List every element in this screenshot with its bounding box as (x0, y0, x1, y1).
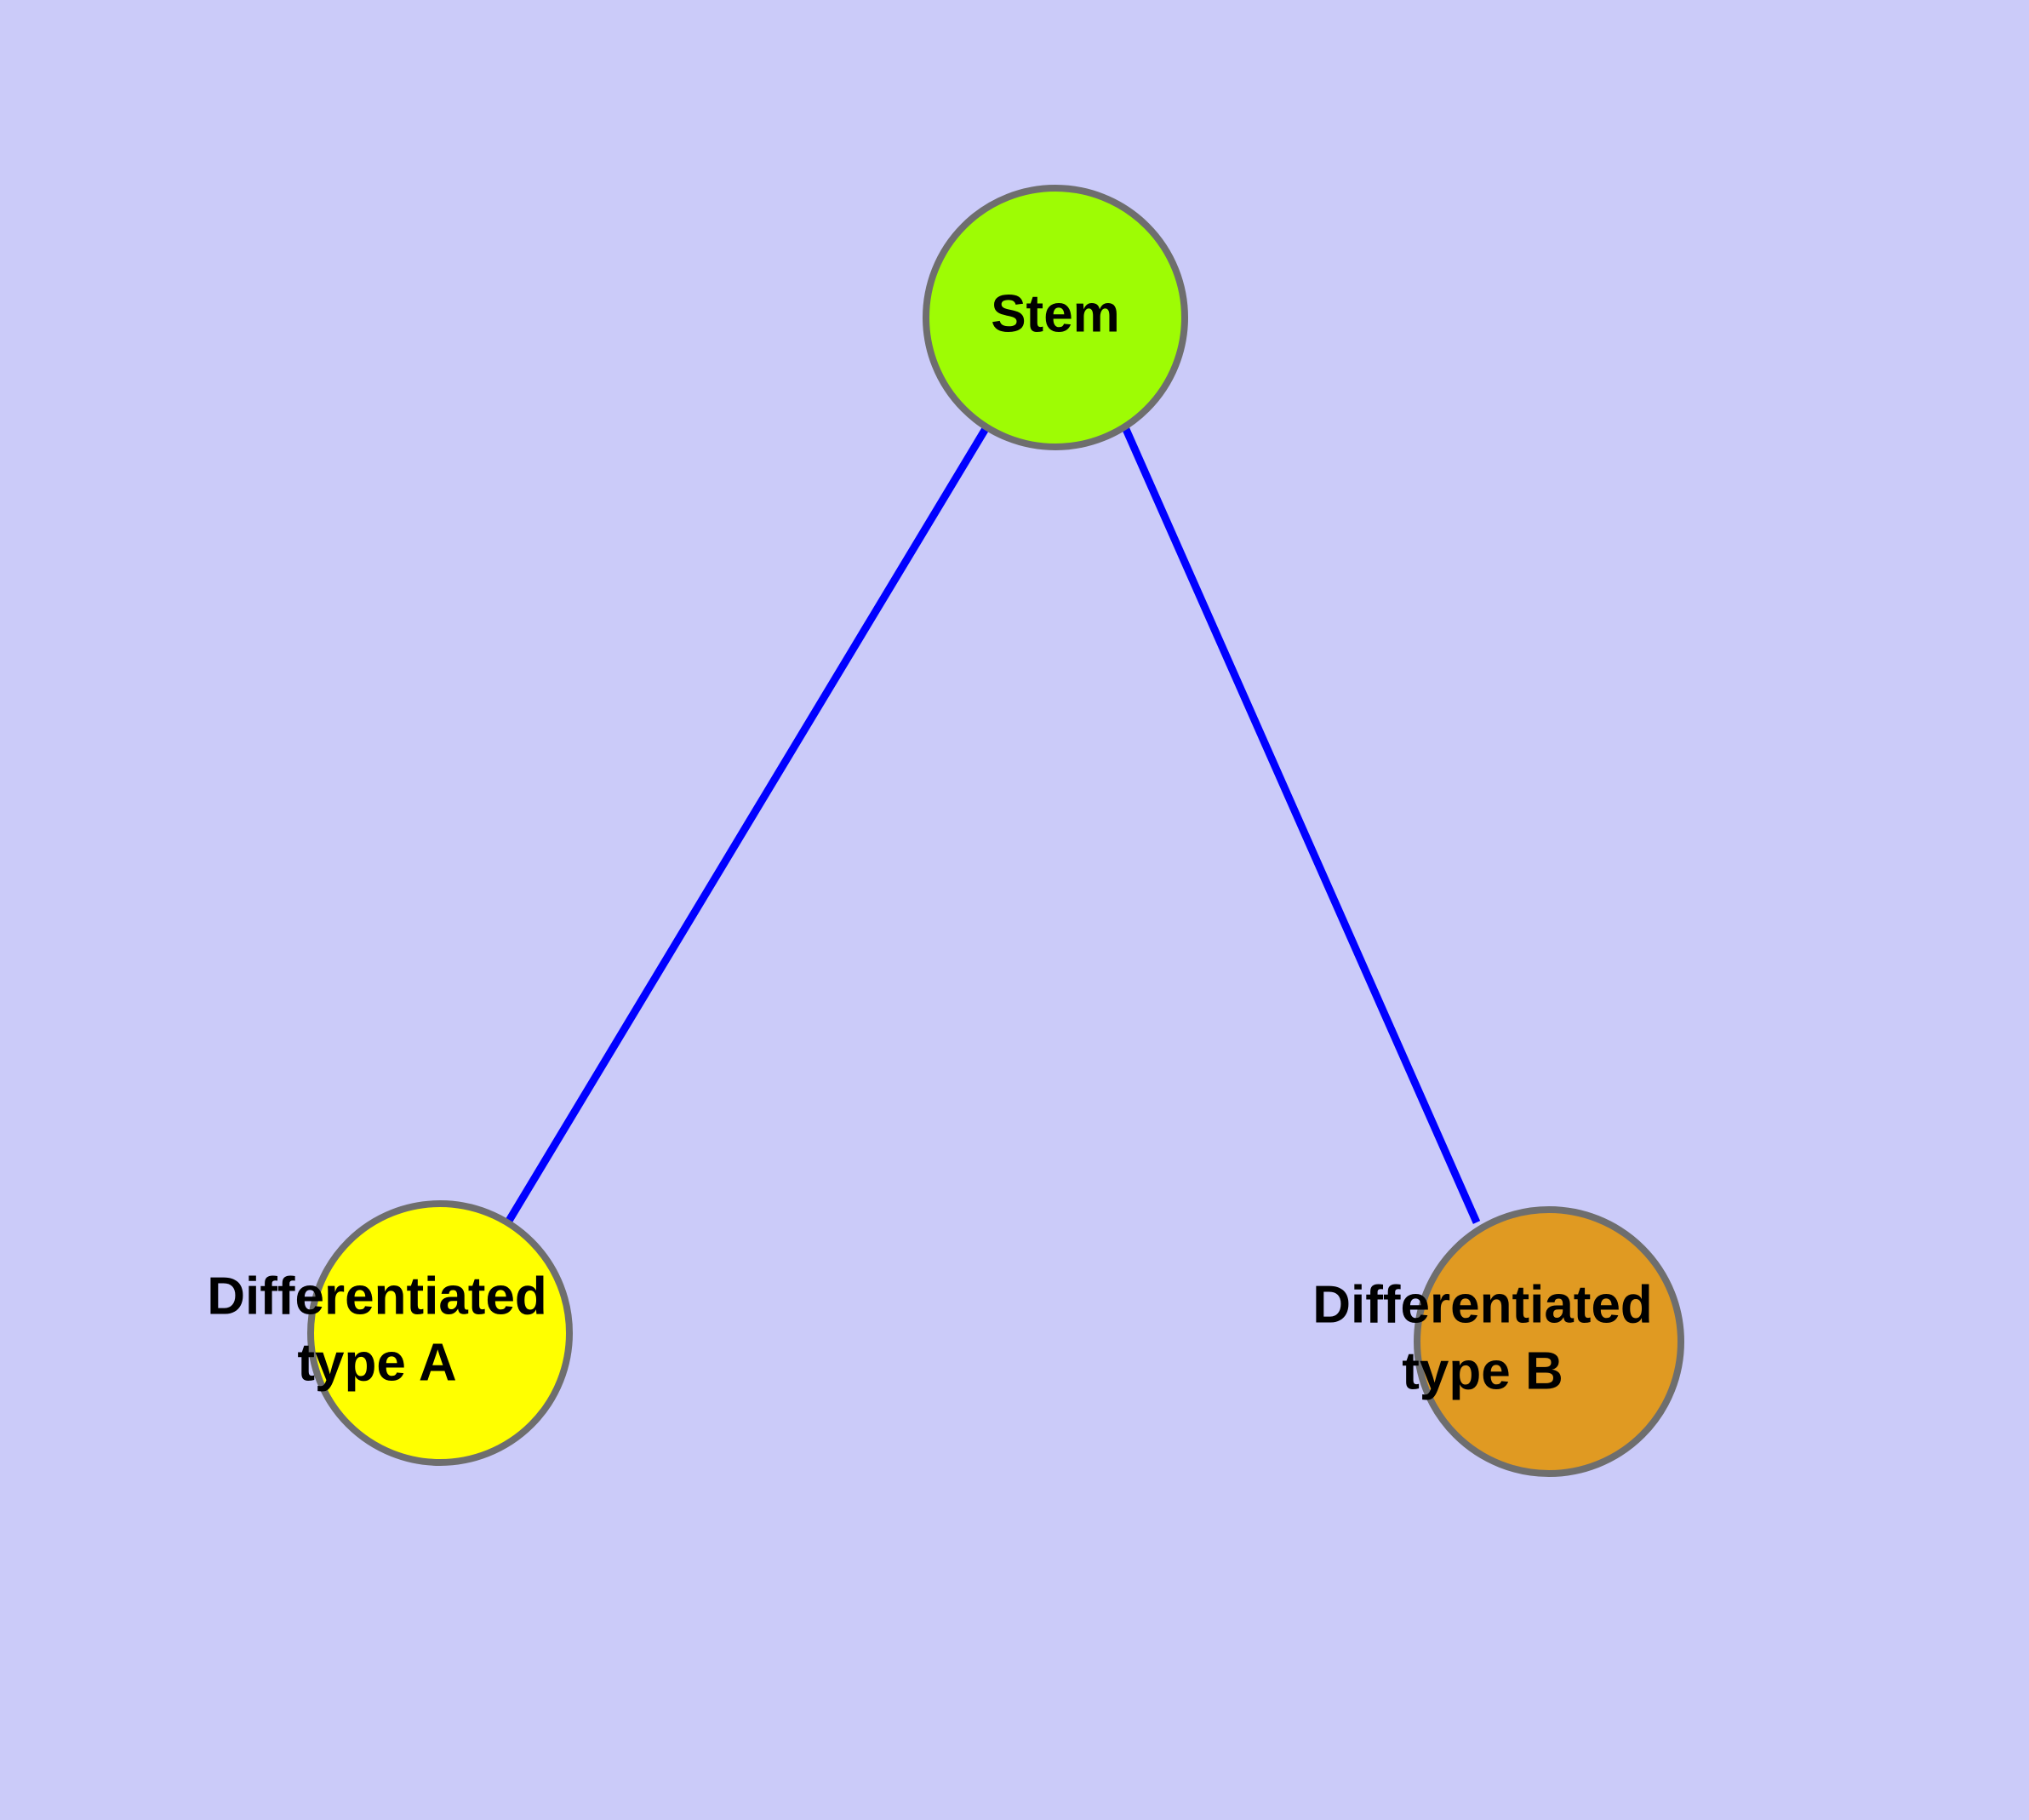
edges-layer (506, 425, 1481, 1224)
graph-edge-stem-to-a[interactable] (506, 425, 990, 1223)
nodes-layer (307, 185, 1684, 1477)
node-label-diff-b-line1: Differentiated (1312, 1275, 1653, 1334)
node-label-diff-a-line1: Differentiated (207, 1267, 547, 1325)
node-label-stem-line1: Stem (991, 284, 1120, 343)
node-label-diff-b-line2: type B (1402, 1342, 1563, 1400)
graph-node-stem[interactable] (923, 185, 1188, 450)
graph-node-diff-a[interactable] (307, 1200, 573, 1466)
graph-node-diff-b[interactable] (1414, 1206, 1684, 1477)
graph-edge-stem-to-b[interactable] (1121, 426, 1481, 1224)
node-label-diff-a-line2: type A (297, 1333, 456, 1392)
